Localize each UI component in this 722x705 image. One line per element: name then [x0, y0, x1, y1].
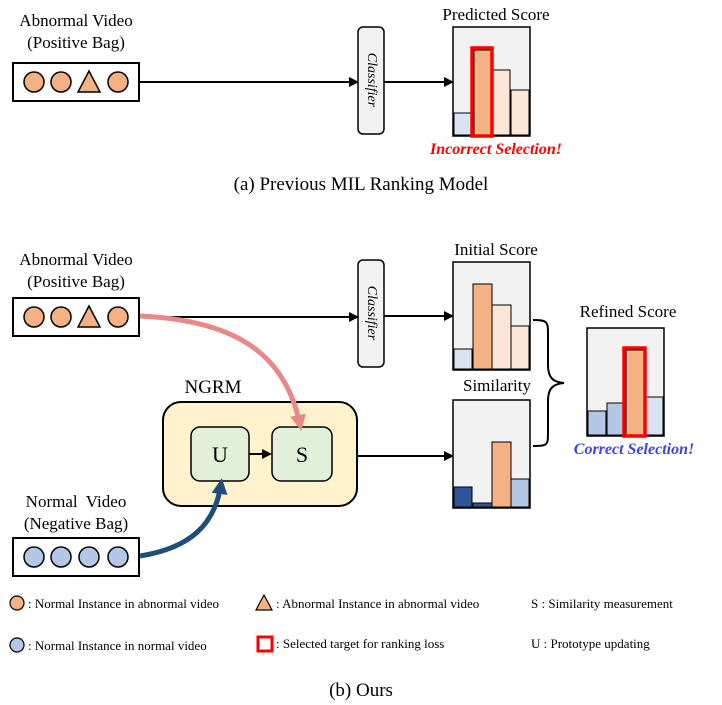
b-normal-video-instance-icon	[23, 546, 45, 568]
b-normal-instance-icon	[50, 306, 72, 328]
b-refined-score-chart	[586, 327, 665, 438]
b-refined-score-bar	[644, 396, 664, 436]
a-score-bar	[453, 112, 473, 136]
a-normal-instance-icon	[50, 71, 72, 93]
b-initial-score-title: Initial Score	[454, 240, 538, 259]
b-classifier-label: Classifier	[364, 286, 379, 341]
legend-orange-circle-icon	[9, 595, 25, 611]
b-initial-score-bar	[491, 304, 512, 370]
b-similarity-bar	[472, 502, 493, 508]
b-refined-score-bar	[587, 410, 607, 436]
b-initial-score-bar	[453, 348, 473, 370]
legend-abnormal-in-abnormal: : Abnormal Instance in abnormal video	[276, 596, 479, 611]
b-selected-target-box	[622, 346, 647, 438]
b-abnormal-instance-icon	[76, 304, 102, 328]
b-initial-score-bar	[472, 283, 493, 370]
legend-prototype-updating: U : Prototype updating	[531, 636, 650, 651]
b-similarity-bar	[491, 441, 512, 508]
a-predicted-score-chart	[452, 26, 531, 138]
b-normal-video-instance-icon	[107, 546, 129, 568]
legend-blue-circle-icon	[9, 637, 25, 653]
combine-brace	[532, 319, 565, 447]
b-abnormal-label-line2: (Positive Bag)	[27, 272, 125, 291]
a-classifier: Classifier	[357, 26, 385, 135]
a-bag-label-line2: (Positive Bag)	[27, 33, 125, 52]
a-selected-target-box	[470, 46, 494, 138]
b-normal-instance-icon	[23, 306, 45, 328]
a-normal-instance-icon	[107, 71, 129, 93]
legend-red-box-icon	[256, 635, 274, 653]
b-normal-video-instance-icon	[50, 546, 72, 568]
a-classifier-label: Classifier	[364, 53, 379, 108]
b-caption: (b) Ours	[329, 680, 393, 701]
b-similarity-bar	[510, 478, 530, 508]
a-abnormal-instance-icon	[76, 69, 102, 93]
b-similarity-chart	[452, 399, 531, 509]
legend-selected-target: : Selected target for ranking loss	[276, 636, 444, 651]
b-normal-label-line1: Normal Video	[26, 492, 127, 511]
b-similarity-title: Similarity	[463, 376, 532, 395]
b-normal-instance-icon	[107, 306, 129, 328]
ngrm-module: NGRM U S	[162, 377, 358, 507]
legend-similarity-measurement: S : Similarity measurement	[531, 596, 673, 611]
a-score-bar	[510, 89, 530, 136]
b-abnormal-label-line1: Abnormal Video	[19, 250, 132, 269]
a-score-bar	[473, 49, 493, 136]
a-score-bar	[491, 69, 511, 136]
b-refined-score-bar	[625, 349, 645, 436]
a-normal-instance-icon	[23, 71, 45, 93]
b-initial-score-chart	[452, 261, 531, 371]
ngrm-title: NGRM	[184, 377, 241, 398]
b-normal-video-instance-icon	[78, 546, 100, 568]
b-normal-label-line2: (Negative Bag)	[24, 514, 128, 533]
b-correct-selection-text: Correct Selection!	[574, 441, 694, 458]
a-incorrect-selection-text: Incorrect Selection!	[429, 141, 562, 158]
b-negative-bag	[12, 537, 140, 577]
b-positive-bag	[12, 297, 140, 337]
s-label: S	[296, 442, 308, 467]
legend: : Normal Instance in abnormal video : Ab…	[9, 593, 673, 653]
legend-normal-in-normal: : Normal Instance in normal video	[28, 638, 207, 653]
part-a: Abnormal Video (Positive Bag) Classifier…	[12, 5, 562, 195]
a-score-title: Predicted Score	[442, 5, 549, 24]
a-bag-label-line1: Abnormal Video	[19, 11, 132, 30]
abnormal-to-s-arrow	[139, 313, 306, 431]
b-initial-score-bar	[510, 325, 530, 370]
legend-normal-in-abnormal: : Normal Instance in abnormal video	[28, 596, 219, 611]
part-b: Abnormal Video (Positive Bag) Classifier…	[12, 240, 694, 577]
legend-orange-triangle-icon	[255, 593, 273, 611]
b-refined-score-title: Refined Score	[580, 302, 677, 321]
u-label: U	[212, 442, 228, 467]
a-positive-bag	[12, 62, 140, 102]
a-caption: (a) Previous MIL Ranking Model	[234, 174, 489, 195]
normal-to-u-arrow	[139, 478, 228, 559]
b-classifier: Classifier	[357, 259, 385, 368]
b-similarity-bar	[453, 486, 473, 508]
